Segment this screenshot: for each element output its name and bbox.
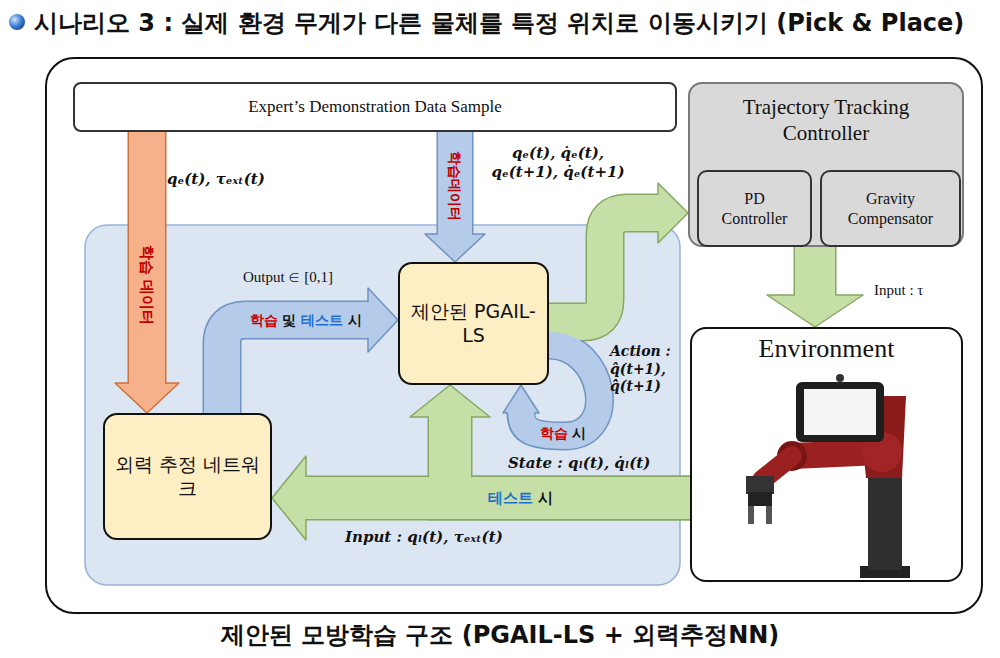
text-run: 테스트: [488, 489, 533, 507]
text-run: 시: [538, 489, 553, 507]
robot-screen: [804, 389, 876, 435]
robot-pedestal: [868, 470, 902, 570]
text-run: 학습: [138, 245, 156, 275]
process-box: 제안된 PGAIL-LS: [398, 262, 549, 385]
annotation: qₑ(t), q̇ₑ(t), qₑ(t+1), q̇ₑ(t+1): [478, 144, 638, 182]
arrow-shaft: [129, 132, 165, 385]
edge-label: 학습 및 테스트 시: [250, 312, 363, 329]
robot-head: [796, 382, 884, 442]
box-label: Expert’s Demonstration Data Sample: [248, 96, 502, 117]
annotation: Output ∈ [0,1]: [243, 268, 333, 287]
arrow-shaft: [304, 477, 690, 519]
text-run: 학습: [540, 425, 568, 441]
edge-label: Input : τ: [874, 281, 923, 299]
arrow-shaft: [222, 320, 370, 413]
connector: [767, 247, 863, 327]
gripper-finger: [766, 506, 772, 524]
outer-frame: [46, 58, 982, 613]
robot-gripper: [748, 492, 772, 506]
box-label: 외력 추정 네트워크: [113, 453, 262, 501]
process-box: PD Controller: [697, 170, 812, 247]
arrow-head: [503, 385, 539, 413]
edge-label: 학습 시: [538, 425, 589, 442]
box-label: 제안된 PGAIL-LS: [408, 300, 539, 348]
gripper-finger: [748, 506, 754, 524]
process-box: Trajectory Tracking Controller PD Control…: [688, 82, 964, 247]
box-label: Trajectory Tracking Controller: [716, 94, 936, 147]
annotation: qₑ(t), τₑₓₜ(t): [167, 170, 265, 189]
arrow-head: [425, 234, 485, 262]
figure-caption: 제안된 모방학습 구조 (PGAIL-LS + 외력추정NN): [0, 619, 1000, 651]
edge-label: 학습데이터: [447, 151, 464, 221]
text-run: 시: [572, 425, 586, 441]
arrow-shaft: [438, 132, 472, 236]
process-box: Environment: [690, 327, 963, 582]
arrow-head: [767, 295, 863, 327]
edge-label: Input : qₗ(t), τₑₓₜ(t): [345, 528, 503, 546]
connector: [549, 183, 688, 322]
process-box: Gravity Compensator: [820, 170, 961, 247]
arrow-head: [410, 385, 490, 417]
arrow-head: [368, 288, 398, 352]
robot-camera: [836, 374, 844, 382]
text-run: 데이터: [138, 280, 156, 325]
arrow-head: [658, 183, 688, 243]
text-run: 학습데이터: [447, 151, 463, 221]
page-title: 시나리오 3 : 실제 환경 무게가 다른 물체를 특정 위치로 이동시키기 (…: [34, 7, 964, 39]
box-label: Gravity Compensator: [828, 189, 953, 229]
annotation: Action : q̂(t+1), q̂̇(t+1): [610, 343, 684, 396]
text-run: 학습: [250, 312, 278, 328]
edge-label: 학습 데이터: [138, 245, 156, 325]
process-box: Expert’s Demonstration Data Sample: [73, 82, 677, 132]
connector: [222, 288, 398, 413]
text-run: 및: [282, 312, 296, 328]
box-label: Environment: [759, 333, 895, 366]
edge-label: State : qₗ(t), q̇ₗ(t): [508, 454, 650, 472]
process-box: 외력 추정 네트워크: [103, 413, 272, 540]
annotation: 테스트 시: [488, 489, 553, 508]
arrow-shaft: [549, 213, 660, 322]
text-run: 시: [348, 312, 362, 328]
connector: [425, 132, 485, 262]
arrow-head: [272, 456, 306, 540]
text-run: 테스트: [301, 312, 343, 328]
title-bullet: [9, 14, 25, 30]
robot-illustration: [746, 374, 910, 578]
arrow-shaft: [795, 247, 835, 297]
robot-wrist: [746, 476, 774, 494]
arrow-head: [115, 383, 179, 413]
box-label: PD Controller: [715, 189, 795, 229]
